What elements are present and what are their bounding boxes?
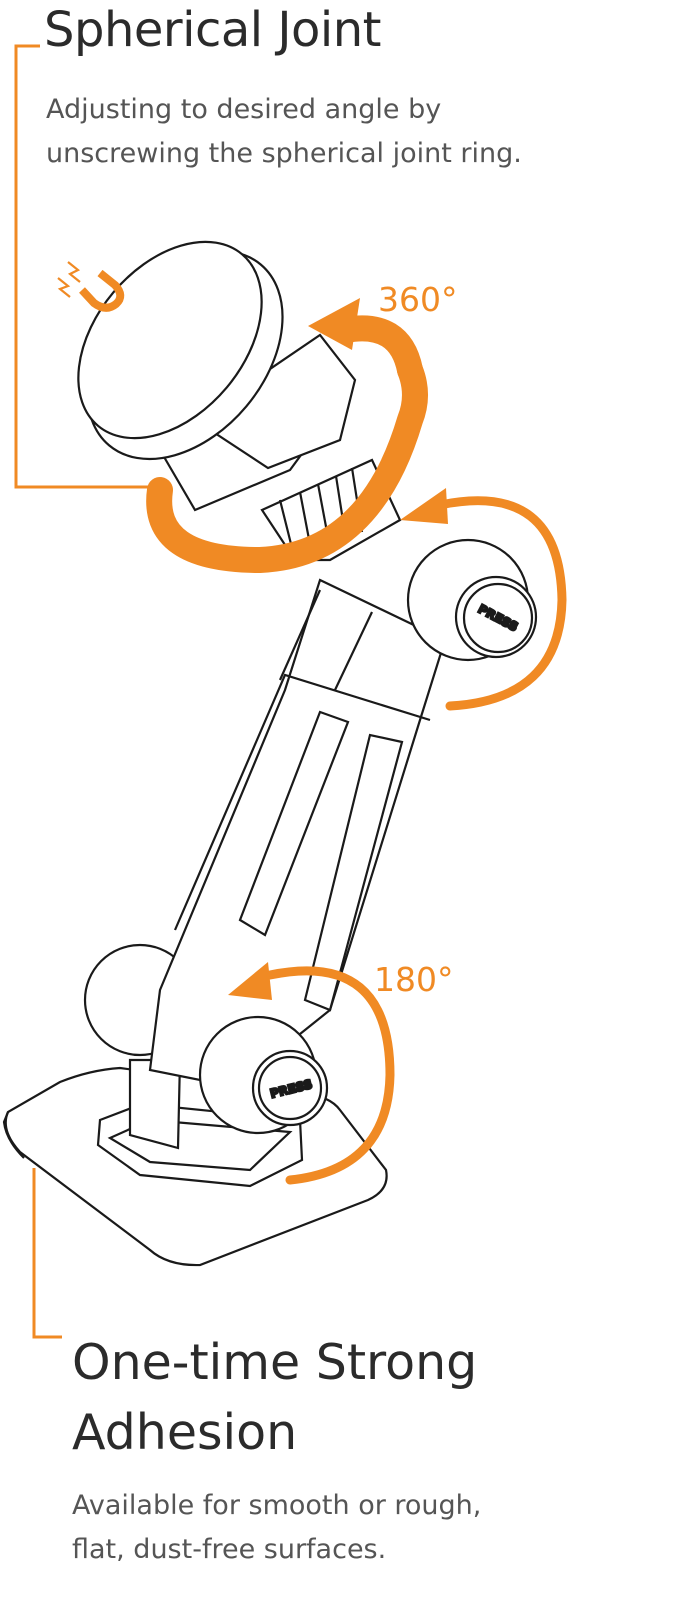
section-title-adhesion: One-time Strong Adhesion — [72, 1328, 592, 1468]
title-line: Adhesion — [72, 1404, 298, 1461]
rotation-arrow-180 — [228, 962, 395, 1185]
rotation-label-180: 180° — [374, 960, 454, 999]
extension-arm — [148, 578, 447, 1082]
section-title-spherical-joint: Spherical Joint — [44, 2, 381, 58]
description-line: Available for smooth or rough, — [72, 1490, 482, 1521]
lower-knob: PRESS — [198, 1015, 329, 1135]
upper-knob: PRESS — [406, 538, 538, 662]
rotation-arrow-upper — [400, 488, 567, 711]
description-line: Adjusting to desired angle by — [46, 94, 442, 125]
section-description-adhesion: Available for smooth or rough, flat, dus… — [72, 1484, 632, 1572]
rotation-label-360: 360° — [378, 280, 458, 319]
magnetic-head — [77, 240, 357, 512]
section-description-spherical-joint: Adjusting to desired angle by unscrewing… — [46, 88, 606, 176]
description-line: unscrewing the spherical joint ring. — [46, 138, 522, 169]
callout-line-bottom — [32, 1168, 62, 1339]
description-line: flat, dust-free surfaces. — [72, 1534, 387, 1565]
callout-line-top — [14, 44, 160, 489]
magnet-icon — [57, 261, 125, 312]
title-line: One-time Strong — [72, 1334, 478, 1391]
rotation-arrow-360 — [146, 298, 428, 574]
